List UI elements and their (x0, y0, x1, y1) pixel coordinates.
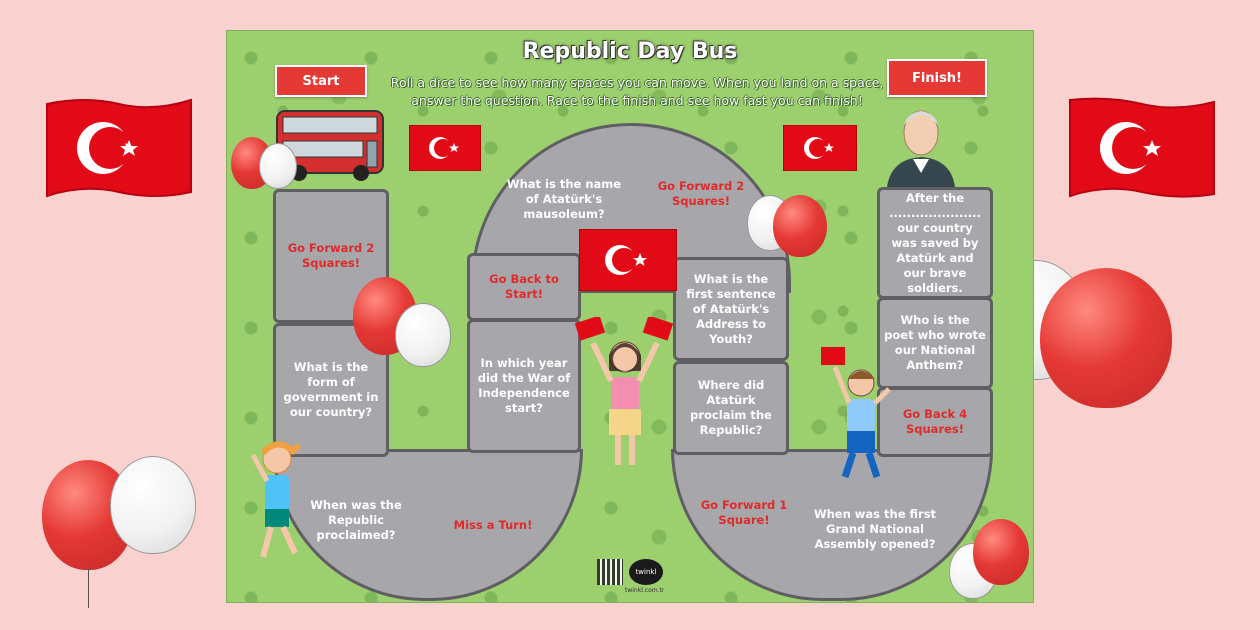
board-square: What is the first sentence of Atatürk's … (673, 257, 789, 361)
board-square: When was the Republic proclaimed? (310, 497, 402, 542)
board-square: What is the name of Atatürk's mausoleum? (506, 176, 622, 221)
board-square: Go Back to Start! (467, 253, 581, 321)
qr-code-icon (597, 559, 623, 585)
twinkl-logo-icon: twinkl (629, 559, 663, 585)
board-square: Go Forward 2 Squares! (657, 179, 745, 208)
board-square: Who is the poet who wrote our National A… (877, 297, 993, 389)
bus-icon (273, 107, 389, 183)
game-board: Republic Day Bus Roll a dice to see how … (226, 30, 1034, 603)
child-with-flags-icon (574, 315, 675, 477)
balloon-icon (1040, 268, 1172, 408)
board-title: Republic Day Bus (522, 39, 738, 64)
balloon-icon (973, 519, 1029, 585)
turkish-flag-icon (579, 229, 677, 291)
balloon-icon (110, 456, 196, 554)
ataturk-portrait (881, 99, 961, 187)
board-square: Go Forward 1 Square! (700, 498, 788, 527)
board-square: When was the first Grand National Assemb… (813, 506, 937, 551)
turkish-flag-icon (409, 125, 481, 171)
board-square: After the ..................... our coun… (877, 187, 993, 299)
board-square: Where did Atatürk proclaim the Republic? (673, 361, 789, 455)
board-square: Miss a Turn! (453, 517, 533, 532)
balloon-icon (395, 303, 451, 367)
balloon-icon (259, 143, 297, 189)
board-square: Go Back 4 Squares! (877, 387, 993, 457)
board-square: In which year did the War of Independenc… (467, 319, 581, 453)
start-label: Start (275, 65, 367, 97)
turkish-flag-icon (783, 125, 857, 171)
footer-url: twinkl.com.tr (625, 587, 665, 594)
right-turkish-flag-icon (1068, 96, 1216, 200)
child-with-flag-icon (819, 343, 895, 483)
child-running-icon (243, 431, 309, 565)
finish-label: Finish! (887, 59, 987, 97)
instructions-text: Roll a dice to see how many spaces you c… (390, 75, 884, 108)
left-turkish-flag-icon (45, 96, 193, 200)
balloon-icon (773, 195, 827, 257)
